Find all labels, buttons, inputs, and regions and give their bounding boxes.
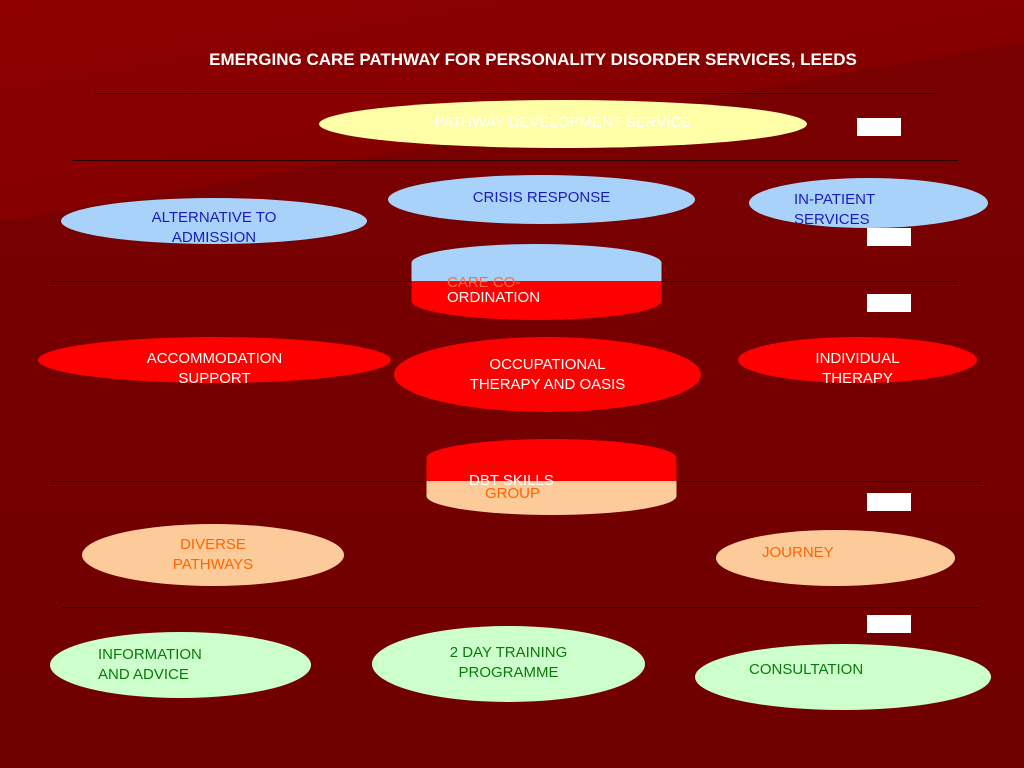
level-marker-4: 4: [867, 228, 911, 246]
node-label-line1: ACCOMMODATION: [146, 350, 283, 367]
level-marker-2: 2: [867, 493, 911, 511]
node-label: PATHWAY DEVELOPMENT SERVICE: [434, 114, 692, 131]
training-programme-node: 2 DAY TRAINING PROGRAMME: [372, 626, 645, 702]
node-label-line2: PATHWAYS: [172, 556, 254, 573]
care-coordination-node: [411, 244, 662, 320]
divider-line: [72, 160, 958, 161]
node-label-line1: OCCUPATIONAL: [489, 355, 606, 373]
information-and-advice-node: INFORMATION AND ADVICE: [50, 632, 311, 698]
in-patient-services-node: IN-PATIENT SERVICES: [749, 178, 988, 228]
node-label-line1: INFORMATION: [98, 646, 202, 663]
consultation-node: CONSULTATION: [695, 644, 991, 710]
node-label: CRISIS RESPONSE: [472, 189, 611, 206]
node-label-line2: SUPPORT: [178, 370, 251, 387]
dbt-skills-label-line1: DBT SKILLS: [469, 472, 554, 489]
node-label-line2: AND ADVICE: [98, 666, 189, 683]
dbt-skills-group-node: [426, 439, 677, 515]
node-label-line1: 2 DAY TRAINING: [449, 644, 568, 661]
accommodation-support-node: ACCOMMODATION SUPPORT: [38, 337, 391, 387]
node-label: CONSULTATION: [749, 661, 864, 678]
page-title: EMERGING CARE PATHWAY FOR PERSONALITY DI…: [209, 50, 857, 69]
care-coordination-label-line1: CARE CO-: [447, 274, 521, 291]
dbt-skills-label-line2: GROUP: [485, 485, 541, 502]
level-marker-3: 3: [867, 294, 911, 312]
pathway-development-service-node: PATHWAY DEVELOPMENT SERVICE: [319, 100, 807, 148]
node-label-line2: ADMISSION: [171, 229, 257, 246]
level-marker-1: 1: [867, 615, 911, 633]
node-label-line2: PROGRAMME: [458, 664, 559, 681]
crisis-response-node: CRISIS RESPONSE: [388, 175, 695, 224]
diverse-pathways-node: DIVERSE PATHWAYS: [82, 524, 344, 586]
node-label-line1: IN-PATIENT: [794, 191, 876, 208]
level-marker-5: 5: [857, 118, 901, 136]
node-label-line2: THERAPY AND OASIS: [469, 375, 626, 393]
node-label-line1: INDIVIDUAL: [815, 350, 900, 367]
individual-therapy-node: INDIVIDUAL THERAPY: [738, 337, 977, 387]
alternative-to-admission-node: ALTERNATIVE TO ADMISSION: [61, 198, 367, 246]
divider-line: [95, 93, 937, 94]
node-label-line2: SERVICES: [794, 211, 870, 228]
divider-line: [62, 607, 980, 608]
occupational-therapy-node: OCCUPATIONAL THERAPY AND OASIS: [394, 337, 701, 412]
node-label-line2: THERAPY: [822, 370, 893, 387]
node-label: JOURNEY: [762, 544, 834, 561]
node-label-line1: DIVERSE: [180, 536, 246, 553]
journey-node: JOURNEY: [716, 530, 955, 586]
node-label-line1: ALTERNATIVE TO: [151, 209, 277, 226]
care-coordination-label-line2: ORDINATION: [447, 289, 541, 306]
